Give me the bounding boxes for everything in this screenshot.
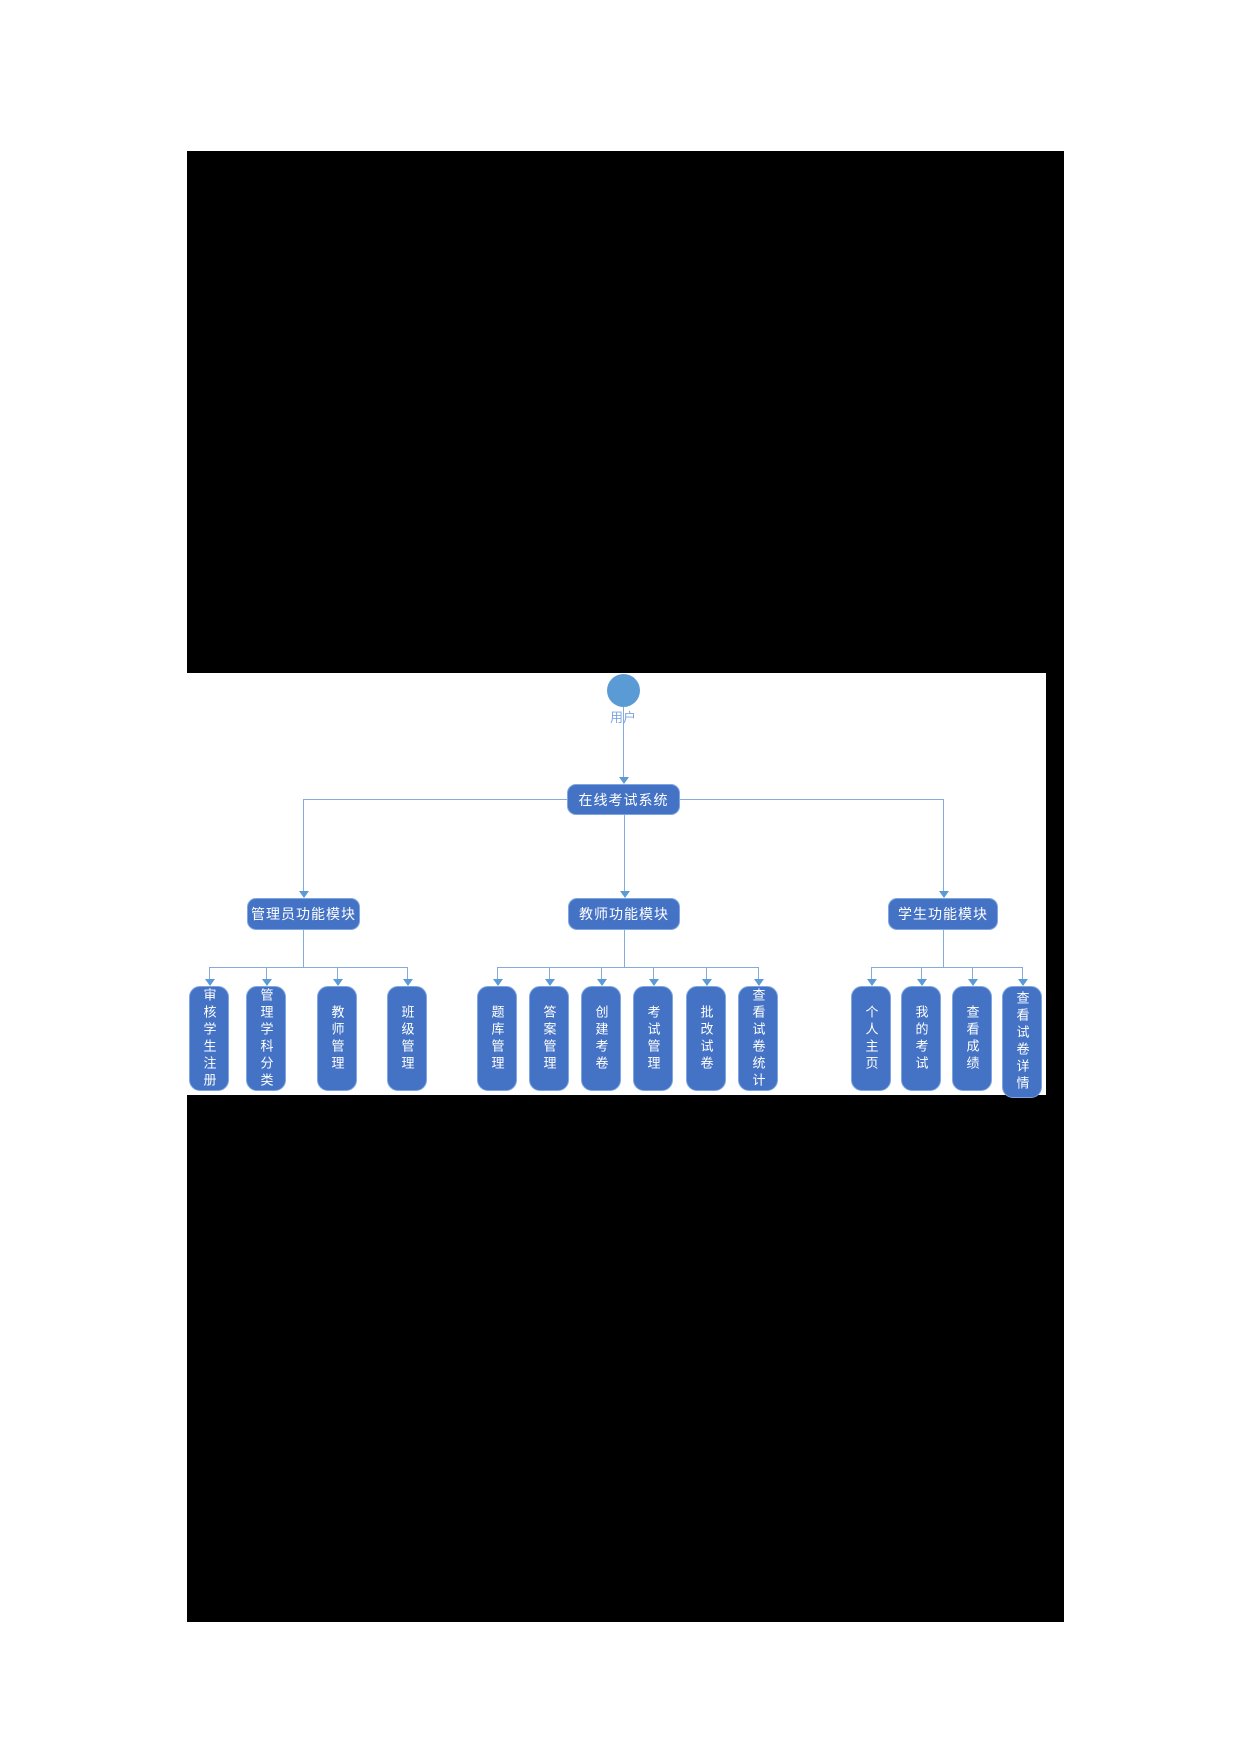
arrowhead-admin bbox=[299, 891, 309, 898]
leaf-teacher-management: 教师管理 bbox=[317, 986, 357, 1091]
stub-teacher-6 bbox=[758, 967, 759, 979]
arrowhead-student-leaf-1 bbox=[867, 979, 877, 986]
stub-student-3 bbox=[972, 967, 973, 979]
arrowhead-teacher-leaf-3 bbox=[597, 979, 607, 986]
arrowhead-admin-leaf-2 bbox=[262, 979, 272, 986]
user-actor-label: 用户 bbox=[593, 710, 653, 725]
arrowhead-admin-leaf-3 bbox=[333, 979, 343, 986]
arrowhead-teacher-leaf-4 bbox=[649, 979, 659, 986]
connector-student-down bbox=[943, 930, 944, 967]
connector-user-to-root bbox=[623, 707, 624, 780]
stub-admin-4 bbox=[407, 967, 408, 979]
stub-admin-2 bbox=[266, 967, 267, 979]
arrowhead-student-leaf-2 bbox=[917, 979, 927, 986]
arrowhead-student-leaf-3 bbox=[968, 979, 978, 986]
stub-teacher-5 bbox=[706, 967, 707, 979]
stub-teacher-3 bbox=[601, 967, 602, 979]
arrowhead-teacher-leaf-6 bbox=[754, 979, 764, 986]
arrowhead-admin-leaf-1 bbox=[205, 979, 215, 986]
arrowhead-admin-leaf-4 bbox=[403, 979, 413, 986]
connector-admin-down bbox=[303, 930, 304, 967]
rail-teacher bbox=[497, 967, 759, 968]
connector-drop-admin bbox=[303, 799, 304, 891]
leaf-exam-management: 考试管理 bbox=[633, 986, 673, 1091]
connector-drop-teacher bbox=[624, 815, 625, 891]
stub-admin-3 bbox=[337, 967, 338, 979]
org-chart-diagram: 用户 在线考试系统 管理员功能模块 教师功能模块 学生功能模块 审核学生注册 管… bbox=[187, 673, 1046, 1098]
node-teacher-module: 教师功能模块 bbox=[568, 898, 680, 930]
stub-student-1 bbox=[871, 967, 872, 979]
leaf-view-paper-statistics: 查看试卷统计 bbox=[738, 986, 778, 1091]
stub-student-4 bbox=[1022, 967, 1023, 979]
stub-admin-1 bbox=[209, 967, 210, 979]
connector-root-right bbox=[680, 799, 943, 800]
leaf-grade-exam-papers: 批改试卷 bbox=[686, 986, 726, 1091]
leaf-review-student-registration: 审核学生注册 bbox=[189, 986, 229, 1091]
arrowhead-teacher-leaf-5 bbox=[702, 979, 712, 986]
arrowhead-student bbox=[939, 891, 949, 898]
leaf-answer-management: 答案管理 bbox=[529, 986, 569, 1091]
arrowhead-teacher-leaf-2 bbox=[545, 979, 555, 986]
leaf-view-paper-details: 查看试卷详情 bbox=[1002, 986, 1042, 1098]
arrowhead-student-leaf-4 bbox=[1018, 979, 1028, 986]
leaf-my-exams: 我的考试 bbox=[901, 986, 941, 1091]
stub-teacher-2 bbox=[549, 967, 550, 979]
arrowhead-teacher-leaf-1 bbox=[493, 979, 503, 986]
connector-root-left bbox=[303, 799, 567, 800]
leaf-question-bank-management: 题库管理 bbox=[477, 986, 517, 1091]
leaf-manage-subject-categories: 管理学科分类 bbox=[246, 986, 286, 1091]
node-student-module: 学生功能模块 bbox=[888, 898, 998, 930]
leaf-personal-homepage: 个人主页 bbox=[851, 986, 891, 1091]
node-admin-module: 管理员功能模块 bbox=[247, 898, 360, 930]
leaf-class-management: 班级管理 bbox=[387, 986, 427, 1091]
stub-student-2 bbox=[921, 967, 922, 979]
leaf-view-grades: 查看成绩 bbox=[952, 986, 992, 1091]
rail-admin bbox=[209, 967, 408, 968]
node-online-exam-system: 在线考试系统 bbox=[567, 784, 680, 815]
rail-student bbox=[871, 967, 1023, 968]
leaf-create-exam-paper: 创建考卷 bbox=[581, 986, 621, 1091]
user-actor-icon bbox=[607, 674, 640, 707]
connector-drop-student bbox=[943, 799, 944, 891]
stub-teacher-4 bbox=[653, 967, 654, 979]
connector-teacher-down bbox=[624, 930, 625, 967]
arrowhead-root bbox=[619, 777, 629, 784]
arrowhead-teacher bbox=[620, 891, 630, 898]
stub-teacher-1 bbox=[497, 967, 498, 979]
